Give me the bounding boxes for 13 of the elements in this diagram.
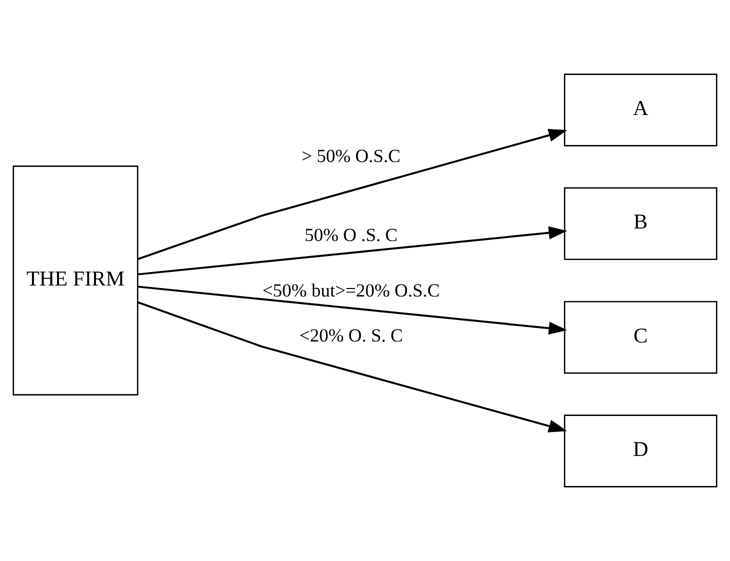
arrow [138, 226, 568, 276]
edge-label: > 50% O.S.C [302, 146, 401, 167]
node-box: THE FIRM [12, 166, 138, 396]
arrow [138, 286, 568, 335]
node-box: D [564, 414, 718, 488]
node-box: B [564, 187, 718, 260]
arrow [138, 301, 568, 432]
node-box: A [564, 74, 718, 146]
arrow [138, 128, 568, 260]
node-box: C [564, 300, 718, 374]
edge-label: <20% O. S. C [299, 326, 403, 347]
edge-label: 50% O .S. C [304, 226, 398, 246]
edge-label: <50% but>=20% O.S.C [262, 282, 440, 302]
